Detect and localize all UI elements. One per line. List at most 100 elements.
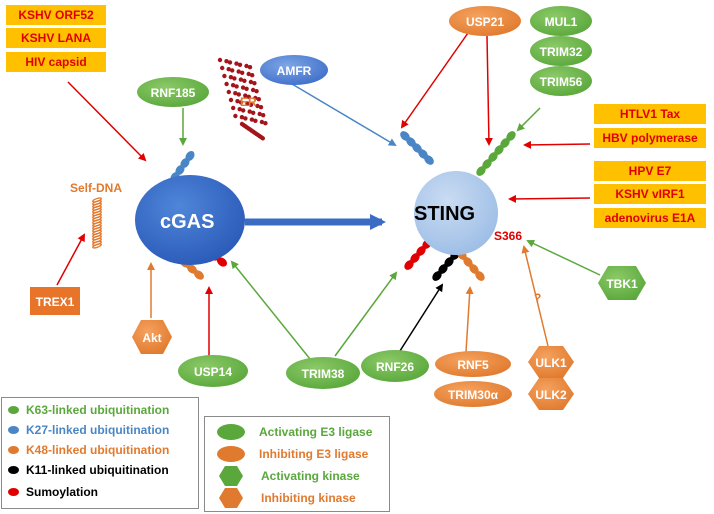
legend-label-sumoylation: Sumoylation xyxy=(26,485,99,499)
er-dot xyxy=(222,73,227,79)
er-dot xyxy=(248,102,254,108)
er-dot xyxy=(247,65,253,70)
sting-k48-chain-bead xyxy=(475,271,485,281)
inhibiting-kinase-icon xyxy=(219,488,243,508)
kshv-virf1-text: KSHV vIRF1 xyxy=(615,187,685,201)
tbk1-label: TBK1 xyxy=(606,277,638,291)
activating-e3-icon xyxy=(217,424,245,440)
sting-k63-chain-bead xyxy=(506,131,516,141)
sting-k63-chain-bead xyxy=(494,145,504,155)
amfr-label: AMFR xyxy=(277,64,312,78)
legend-row-inhibiting-kinase: Inhibiting kinase xyxy=(217,487,356,509)
arrow-tbk1-s366 xyxy=(526,239,601,276)
trim56-label: TRIM56 xyxy=(540,75,583,89)
legend-row-inhibiting-e3: Inhibiting E3 ligase xyxy=(217,443,368,465)
k27-dot-icon xyxy=(8,426,19,434)
kshv-orf52-text: KSHV ORF52 xyxy=(18,8,94,22)
sting-label: STING xyxy=(414,203,475,225)
legend-row-k27: K27-linked ubiquitination xyxy=(8,420,169,440)
arrow-trim38-cgas xyxy=(230,260,311,360)
arrow-trex1-self-dna xyxy=(56,233,85,286)
arrow-rnf26-sting xyxy=(397,283,444,355)
legend-label-activating-kinase: Activating kinase xyxy=(261,469,360,483)
arrow-kshv-virf1-sting xyxy=(508,194,591,203)
er-dot xyxy=(255,103,260,109)
kshv-orf52-box xyxy=(6,5,106,25)
er-dot xyxy=(254,89,259,94)
er-label: ER xyxy=(240,95,257,109)
rnf185-label: RNF185 xyxy=(151,86,196,100)
hiv-capsid-text: HIV capsid xyxy=(25,55,86,69)
trim56-node xyxy=(530,66,592,96)
er-dot xyxy=(250,73,255,78)
arrow-rnf5-sting xyxy=(465,286,474,353)
er-dot xyxy=(243,116,248,121)
er-dot xyxy=(244,63,249,69)
er-dot xyxy=(253,95,258,101)
er-dot xyxy=(233,91,238,96)
legend-row-sumoylation: Sumoylation xyxy=(8,482,98,502)
ulk2-label: ULK2 xyxy=(535,388,567,402)
sting-k11-chain-bead xyxy=(432,271,442,281)
sting-sumo-chain-bead xyxy=(416,246,426,256)
arrow-amfr-sting xyxy=(291,83,397,147)
sting-k63-chain-bead xyxy=(482,159,492,169)
er-dot xyxy=(242,78,247,84)
hiv-capsid-box xyxy=(6,52,106,72)
er-dot xyxy=(237,62,243,67)
er-dot xyxy=(220,65,225,71)
cgas-label: cGAS xyxy=(160,211,214,233)
arrows xyxy=(56,32,601,362)
er-dot xyxy=(250,87,256,93)
legend-row-activating-kinase: Activating kinase xyxy=(217,465,360,487)
er-dot xyxy=(240,85,246,90)
er-dot xyxy=(228,75,234,80)
legend-label-k27: K27-linked ubiquitination xyxy=(26,423,170,437)
er-dot xyxy=(224,81,229,87)
akt-label: Akt xyxy=(142,331,161,345)
inhibiting-e3-icon xyxy=(217,446,245,462)
mul1-node xyxy=(530,6,592,36)
er-dot xyxy=(240,70,245,76)
trim30a-node xyxy=(434,381,512,407)
er-dot xyxy=(224,59,229,64)
k11-dot-icon xyxy=(8,466,19,474)
kinases: TBK1 Akt ULK1 ULK2 TREX1 xyxy=(30,266,646,410)
er-cluster xyxy=(217,57,268,141)
er-dot xyxy=(226,89,231,95)
arrow-trim38-sting xyxy=(334,271,398,357)
rnf26-label: RNF26 xyxy=(376,360,414,374)
dna-turn xyxy=(92,243,102,249)
rnf185-node xyxy=(137,77,209,107)
sting-k48-chain-bead xyxy=(463,257,473,267)
er-dot xyxy=(243,93,248,98)
er-dot xyxy=(228,97,234,103)
er-dot xyxy=(256,97,261,102)
er-dot xyxy=(245,101,250,106)
legend-label-k48: K48-linked ubiquitination xyxy=(26,443,170,457)
sting-k63-chain-bead xyxy=(476,166,486,176)
amfr-node xyxy=(260,55,328,85)
sting-k48-chain-bead xyxy=(469,264,479,274)
er-dot xyxy=(252,81,257,86)
mul1-label: MUL1 xyxy=(545,15,578,29)
sting-k27-chain-bead xyxy=(424,155,434,165)
legend-row-k63: K63-linked ubiquitination xyxy=(8,400,169,420)
legend-label-inhibiting-e3: Inhibiting E3 ligase xyxy=(259,447,369,461)
activating-kinase-icon xyxy=(219,466,243,486)
er-dot xyxy=(234,61,239,66)
sting-sumo-chain xyxy=(404,239,432,270)
er-dot xyxy=(246,94,251,100)
trim38-node xyxy=(286,357,360,389)
trex1-box xyxy=(30,287,80,315)
er-dot xyxy=(230,83,236,88)
sting-k63-chain xyxy=(476,131,516,176)
ulk2-node xyxy=(528,378,574,410)
er-dot xyxy=(263,121,268,126)
er-dot xyxy=(253,118,258,124)
arrow-hbv-sting xyxy=(523,140,591,149)
er-dot xyxy=(236,92,241,97)
htlv1-tax-text: HTLV1 Tax xyxy=(620,107,681,121)
e3-ligases: RNF185 AMFR USP21 MUL1 TRIM32 TRIM56 USP… xyxy=(137,6,592,407)
kshv-virf1-box xyxy=(594,184,706,204)
